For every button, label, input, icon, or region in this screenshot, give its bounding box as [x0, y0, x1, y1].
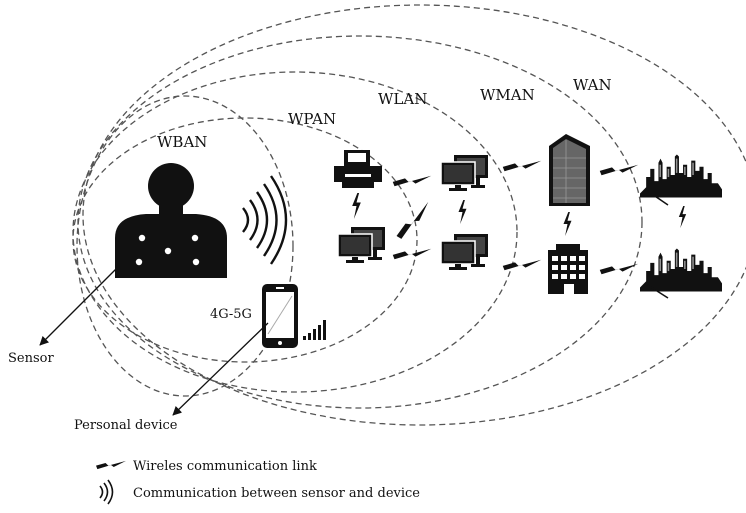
computer-monitors-icon [440, 233, 489, 271]
wban-label: WBAN [157, 133, 207, 151]
person-icon [115, 163, 227, 278]
computer-monitors-icon [440, 154, 489, 192]
smartphone-icon [262, 284, 298, 348]
diagonal-link-icon [392, 201, 436, 241]
wan-zone-outline [82, 4, 746, 426]
printer-icon [334, 150, 382, 188]
legend-waves-icon [99, 479, 114, 505]
signal-waves-icon [242, 175, 288, 265]
wman-label: WMAN [480, 86, 535, 104]
bolt-icon [352, 193, 361, 219]
wpan-label: WPAN [288, 110, 336, 128]
wlan-label: WLAN [378, 90, 427, 108]
wban-zone-outline [76, 95, 294, 397]
wireless-link-icon [392, 175, 432, 187]
sensor-dot [192, 258, 200, 266]
office-building-icon [548, 244, 588, 294]
skyscraper-icon [549, 134, 590, 206]
wireless-link-icon [599, 263, 639, 275]
network-generation-label: 4G-5G [210, 307, 252, 322]
wireless-link-icon [502, 160, 542, 172]
bolt-icon [678, 206, 687, 228]
sensor-callout-arrow [39, 267, 118, 346]
legend-sensor-device-label: Communication between sensor and device [133, 486, 420, 501]
sensor-label: Sensor [8, 351, 54, 366]
sensor-dot [164, 247, 172, 255]
personal-device-label: Personal device [74, 418, 178, 433]
wpan-zone-outline [72, 117, 418, 363]
personal-device-callout-arrow [172, 322, 269, 416]
legend-link-icon [96, 460, 126, 470]
city-skyline-icon [640, 248, 722, 292]
legend: Wireles communication link Communication… [96, 459, 420, 505]
sensor-dot [135, 258, 143, 266]
computer-monitors-icon [337, 226, 386, 264]
wireless-link-icon [502, 259, 542, 271]
bolt-icon [458, 200, 467, 224]
sensor-dot [138, 234, 146, 242]
bolt-icon [563, 212, 572, 236]
signal-strength-icon [303, 320, 326, 340]
city-skyline-icon [640, 154, 722, 198]
sensor-dot [191, 234, 199, 242]
coverage-zones [72, 4, 746, 426]
wireless-link-icon [392, 248, 432, 260]
legend-link-label: Wireles communication link [133, 459, 317, 474]
wan-label: WAN [573, 76, 612, 94]
